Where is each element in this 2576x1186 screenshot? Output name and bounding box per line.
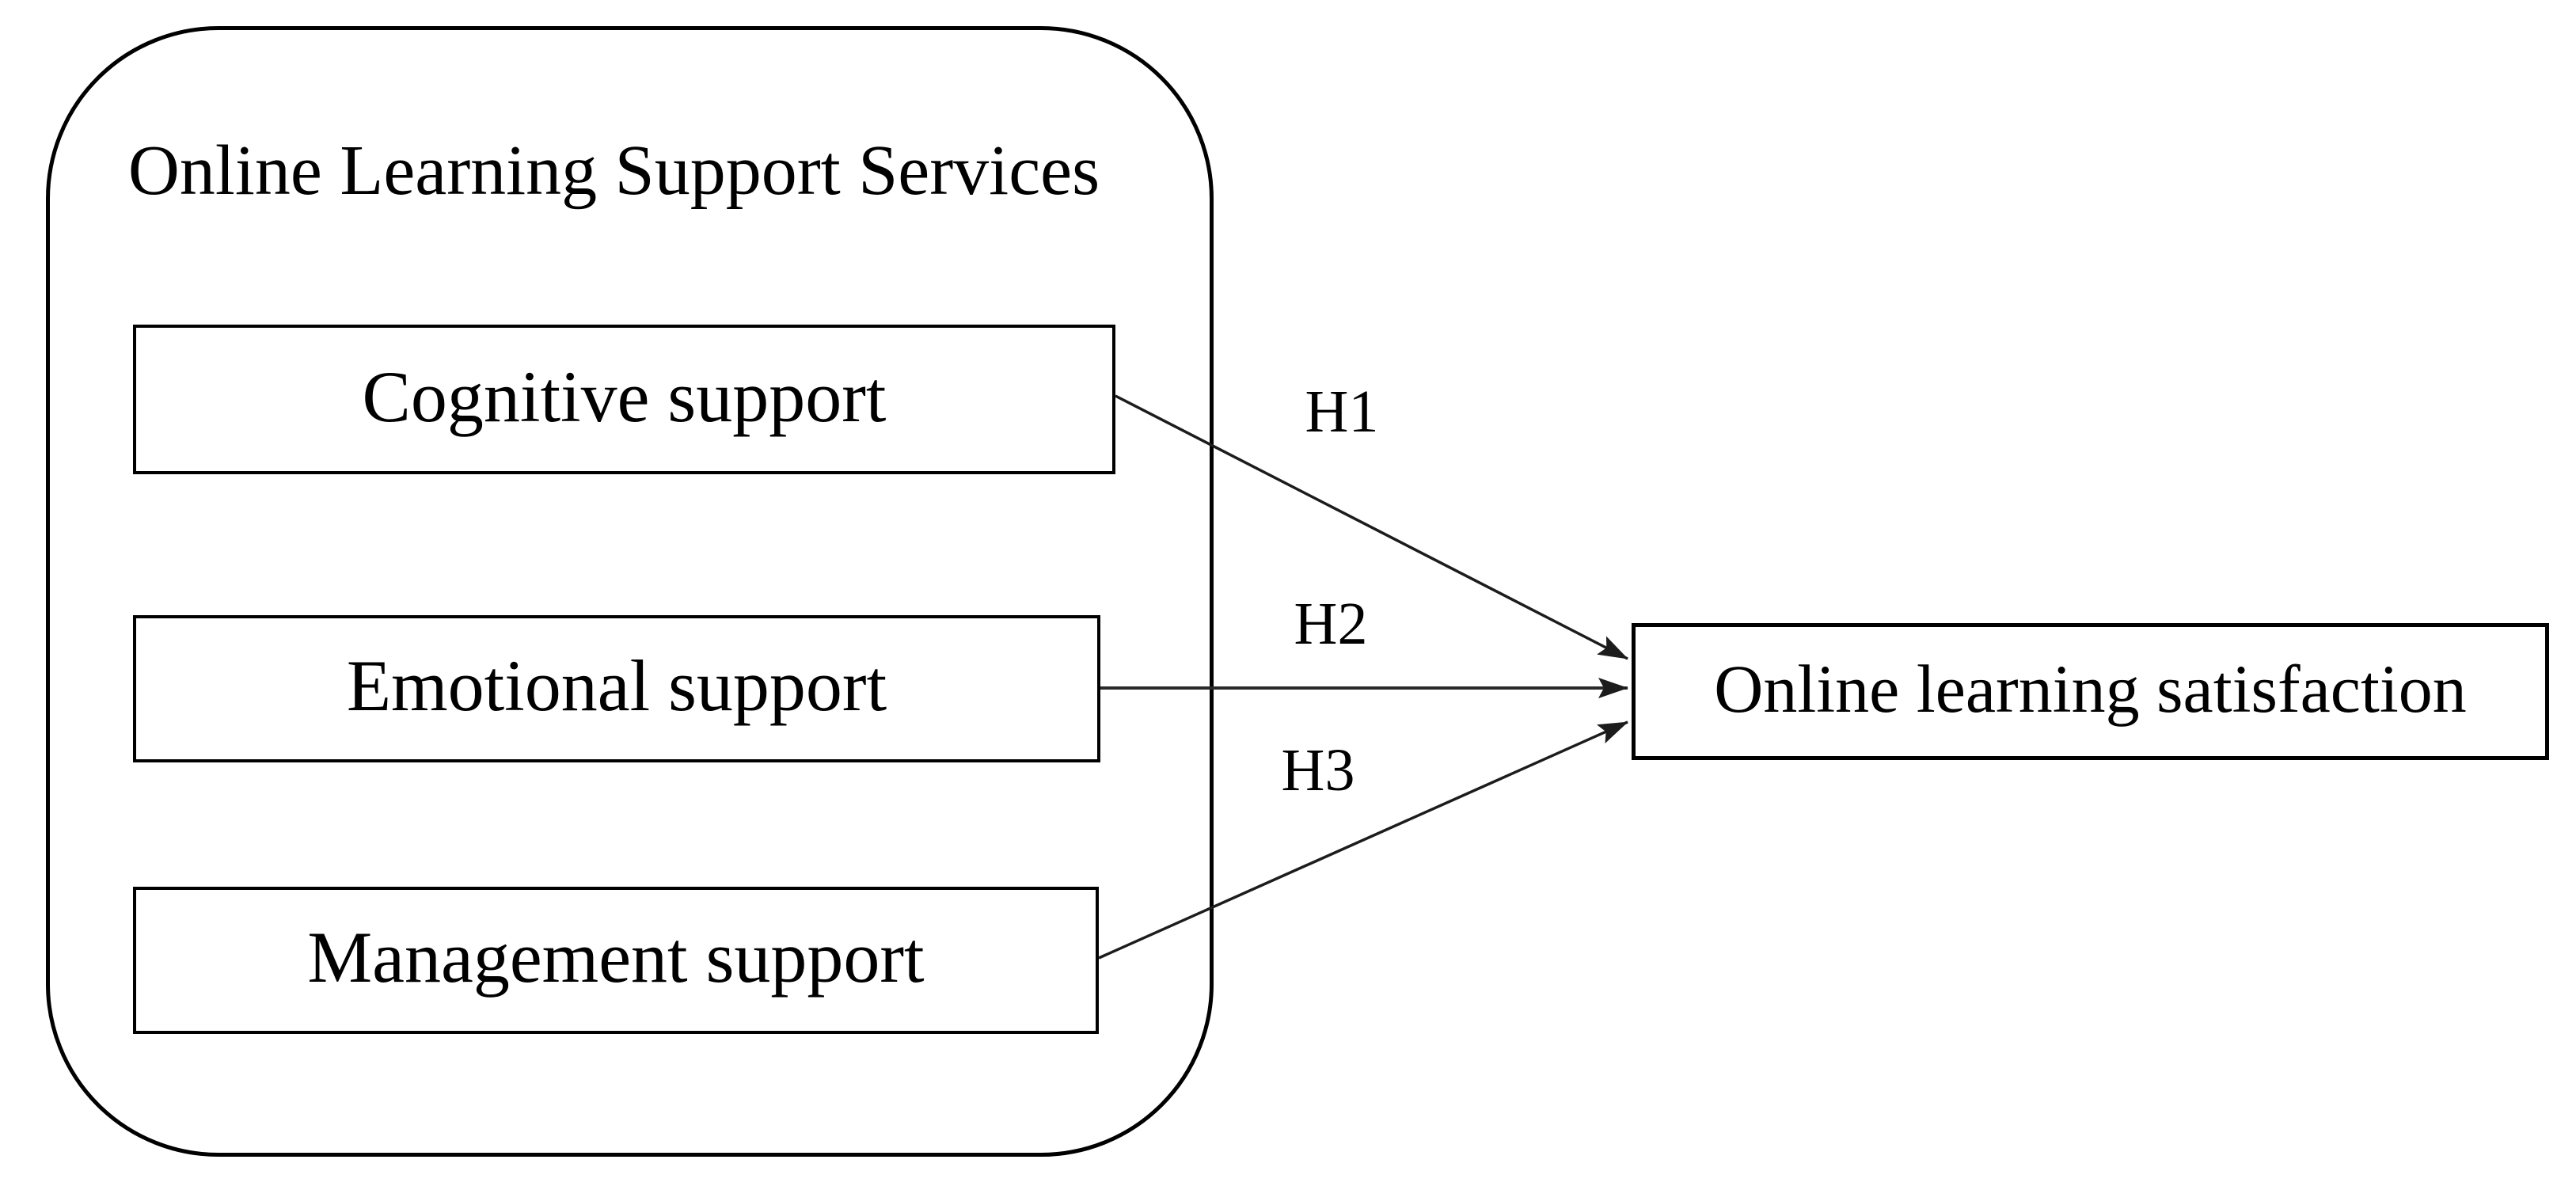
group-title: Online Learning Support Services [127, 131, 1100, 210]
management-support-box: Management support [133, 887, 1099, 1034]
cognitive-support-box: Cognitive support [133, 325, 1115, 474]
management-support-label: Management support [307, 917, 925, 998]
cognitive-support-label: Cognitive support [362, 355, 887, 437]
outcome-label: Online learning satisfaction [1714, 650, 2467, 727]
emotional-support-box: Emotional support [133, 615, 1100, 762]
hypothesis-label-h2: H2 [1294, 591, 1368, 657]
hypothesis-label-h3: H3 [1281, 737, 1355, 804]
emotional-support-label: Emotional support [346, 645, 887, 726]
hypothesis-label-h1: H1 [1305, 378, 1379, 445]
outcome-box: Online learning satisfaction [1632, 623, 2549, 760]
